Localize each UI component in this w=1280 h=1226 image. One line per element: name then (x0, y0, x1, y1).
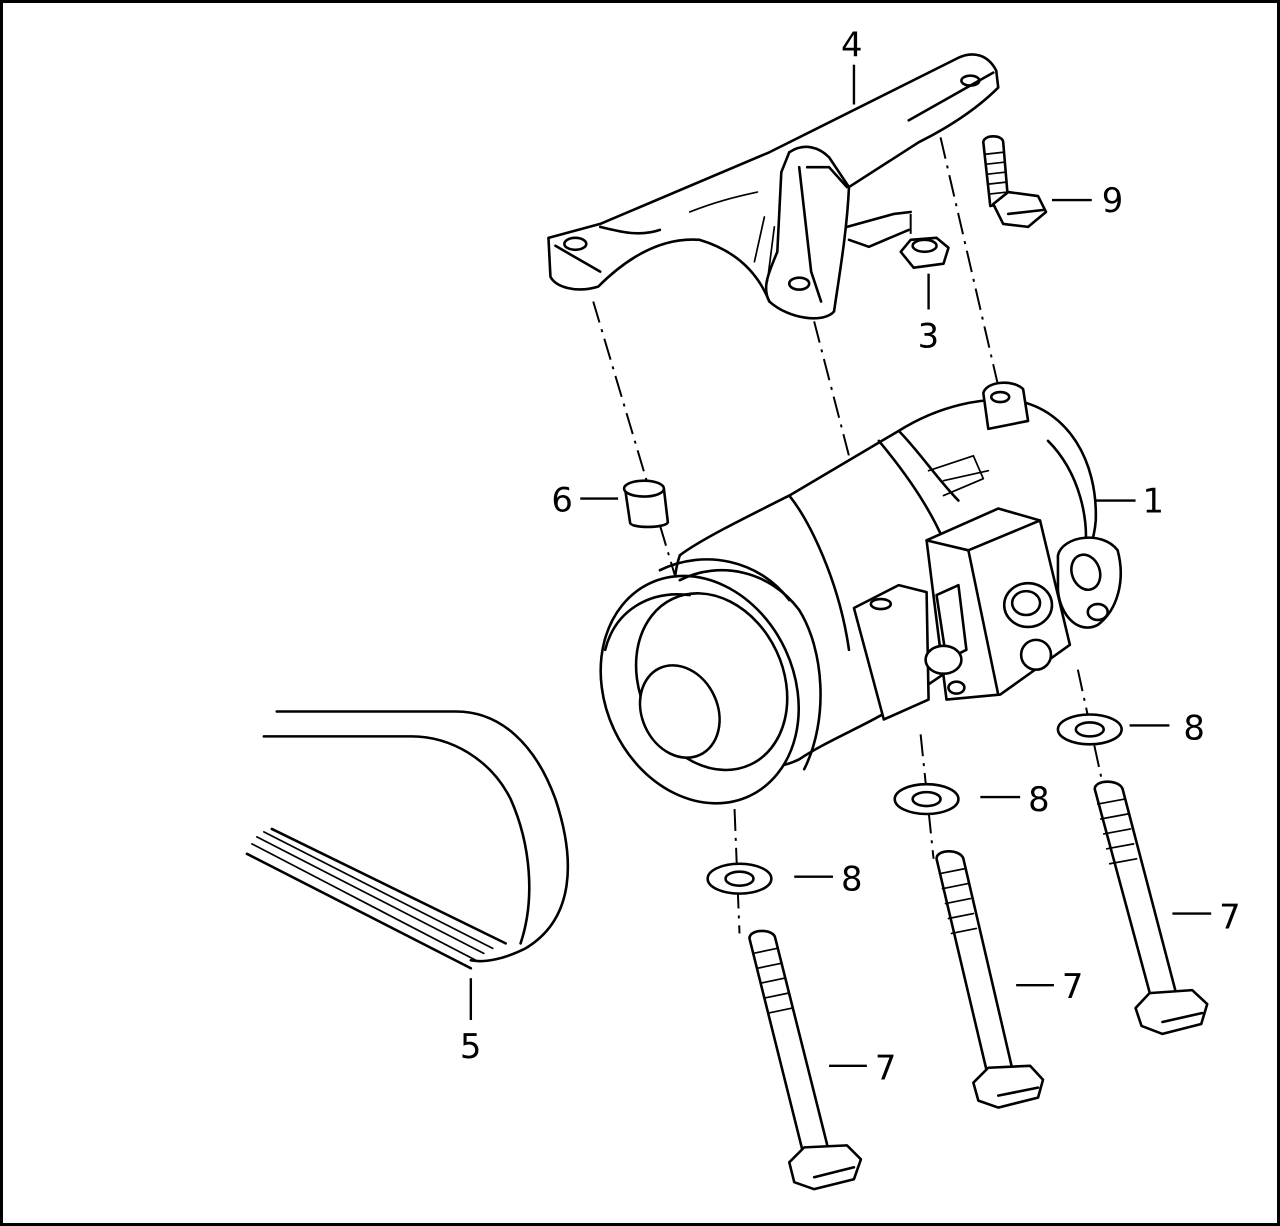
callout-6: 6 (551, 480, 573, 519)
callout-3: 3 (918, 316, 940, 355)
callout-7-right: 7 (1219, 897, 1241, 936)
callout-7-middle: 7 (1062, 967, 1084, 1006)
sleeve-part-6 (622, 479, 670, 529)
bolt-part-9 (982, 135, 1048, 229)
callout-8-left: 8 (841, 860, 863, 899)
belt-part-5 (245, 710, 570, 1020)
callout-1: 1 (1143, 481, 1165, 520)
bolts-part-7 (748, 780, 1212, 1191)
callout-9: 9 (1102, 181, 1124, 220)
callout-8-right: 8 (1183, 708, 1205, 747)
callout-4: 4 (841, 26, 863, 65)
callout-8-middle: 8 (1028, 780, 1050, 819)
compressor-part-1 (599, 381, 1136, 805)
bracket-part-4 (547, 53, 1000, 320)
nut-part-3 (899, 236, 950, 310)
callout-7-left: 7 (875, 1049, 897, 1088)
callout-5: 5 (460, 1027, 482, 1066)
exploded-view-drawing: 4 9 3 1 6 8 8 8 7 7 7 5 (245, 26, 1241, 1191)
washers-part-8 (706, 713, 1170, 895)
callout-labels: 4 9 3 1 6 8 8 8 7 7 7 5 (460, 26, 1241, 1088)
